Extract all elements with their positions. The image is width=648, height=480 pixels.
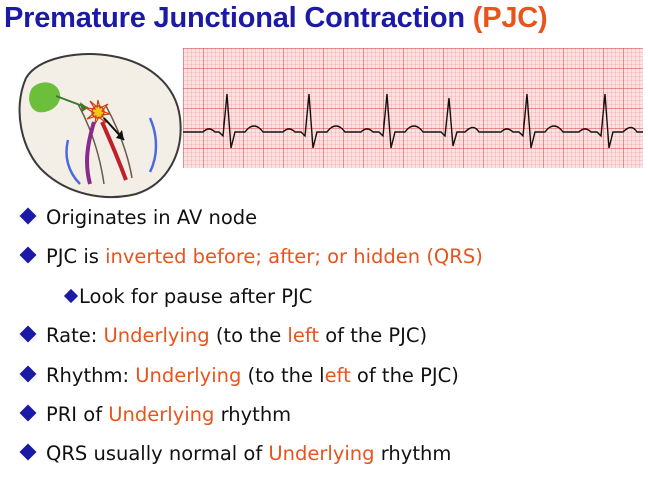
title-main: Premature Junctional Contraction (4, 2, 473, 34)
bullet-item: Originates in AV node (19, 206, 257, 229)
diamond-bullet-icon (19, 365, 37, 383)
diamond-bullet-icon (19, 325, 37, 343)
ecg-trace (183, 93, 643, 149)
ecg-strip (183, 48, 643, 168)
bullet-item: Rate: Underlying (to the left of the PJC… (19, 324, 427, 347)
diamond-bullet-icon (19, 207, 37, 225)
diamond-bullet-icon (19, 404, 37, 422)
sub-bullet-item: Look for pause after PJC (63, 285, 312, 308)
bullet-item: PRI of Underlying rhythm (19, 403, 291, 426)
diamond-bullet-icon (63, 288, 79, 304)
heart-conduction-icon (18, 53, 182, 199)
slide-title: Premature Junctional Contraction (PJC) (4, 2, 548, 35)
diamond-bullet-icon (19, 246, 37, 264)
bullet-item: QRS usually normal of Underlying rhythm (19, 442, 451, 465)
bullet-item: PJC is inverted before; after; or hidden… (19, 245, 483, 268)
bullet-item: Rhythm: Underlying (to the left of the P… (19, 364, 459, 387)
title-abbreviation: (PJC) (472, 2, 548, 34)
diamond-bullet-icon (19, 443, 37, 461)
